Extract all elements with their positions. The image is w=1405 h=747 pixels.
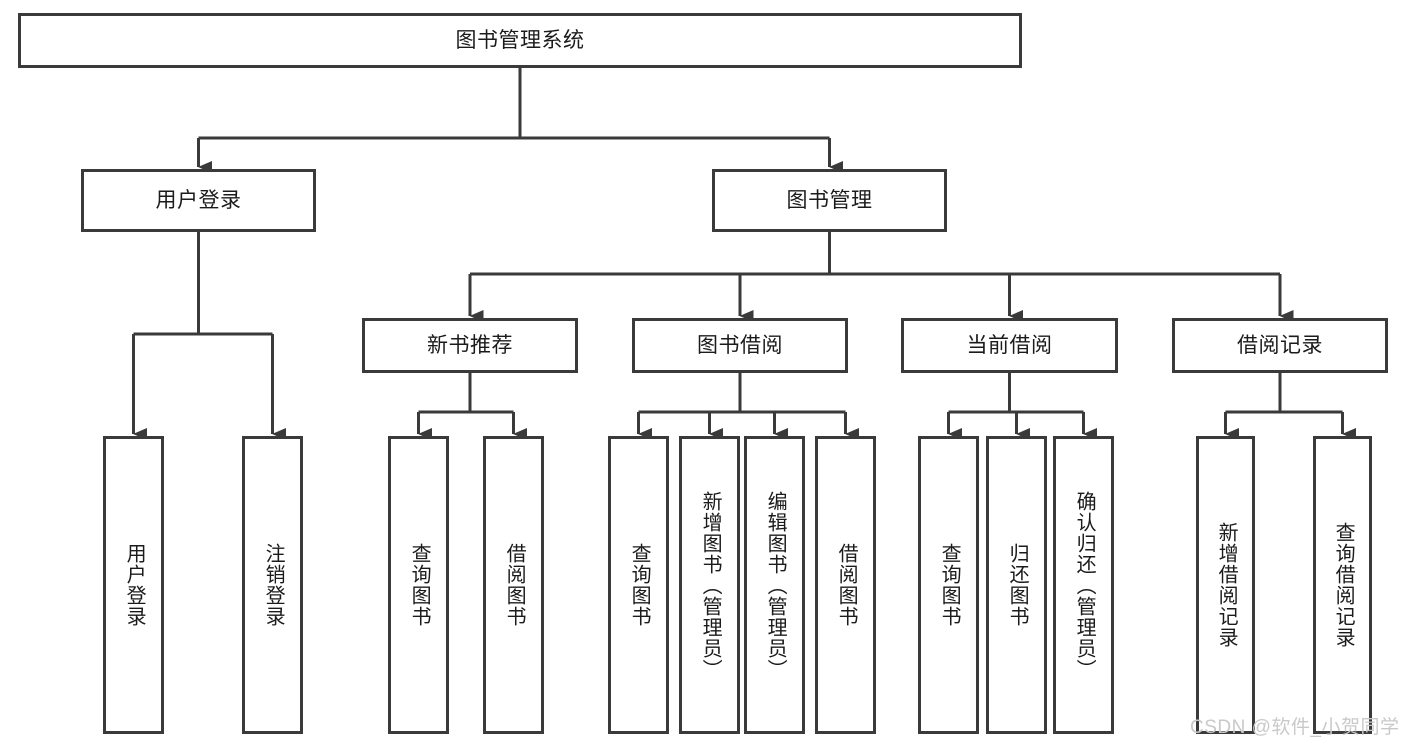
root-box-图书管理系统[interactable] — [18, 13, 1022, 68]
leaf-box-借阅图书[interactable] — [815, 436, 876, 734]
leaf-box-用户登录[interactable] — [103, 436, 164, 734]
leaf-box-归还图书[interactable] — [986, 436, 1047, 734]
box-layer — [18, 13, 1388, 734]
leaf-box-查询图书[interactable] — [918, 436, 979, 734]
leaf-box-新增借阅记录[interactable] — [1196, 436, 1255, 734]
leaf-box-借阅图书[interactable] — [483, 436, 544, 734]
connector-layer — [132, 68, 1356, 440]
csdn-watermark: CSDN @软件_小贺同学 — [1190, 717, 1400, 738]
leaf-box-编辑图书管理员[interactable] — [744, 436, 805, 734]
level3-box-借阅记录[interactable] — [1172, 318, 1388, 373]
level2-box-用户登录[interactable] — [81, 169, 316, 232]
leaf-box-新增图书管理员[interactable] — [679, 436, 740, 734]
level3-box-当前借阅[interactable] — [901, 318, 1118, 373]
level2-box-图书管理[interactable] — [712, 169, 947, 232]
leaf-box-查询借阅记录[interactable] — [1313, 436, 1372, 734]
leaf-box-确认归还管理员[interactable] — [1053, 436, 1114, 734]
leaf-box-注销登录[interactable] — [242, 436, 303, 734]
leaf-box-查询图书[interactable] — [608, 436, 669, 734]
level3-box-新书推荐[interactable] — [362, 318, 578, 373]
level3-box-图书借阅[interactable] — [632, 318, 848, 373]
leaf-box-查询图书[interactable] — [388, 436, 449, 734]
